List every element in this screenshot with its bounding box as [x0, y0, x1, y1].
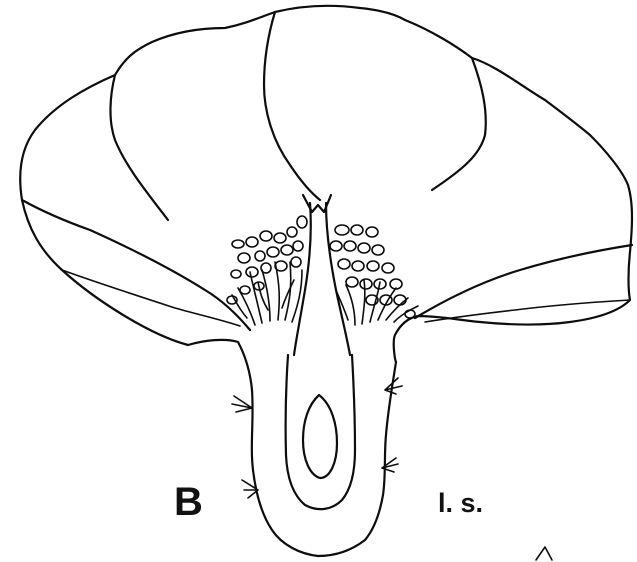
corner-mark [536, 547, 552, 560]
panel-label: B [174, 482, 203, 522]
petal-division-left [110, 75, 168, 220]
section-label: l. s. [438, 490, 483, 517]
ovule-cavity [303, 395, 337, 478]
petal-division-right [432, 58, 486, 190]
ovary-wall [286, 355, 355, 509]
petal-division-center [264, 12, 320, 200]
receptacle-outline [188, 340, 396, 556]
inner-petal-wall-right [415, 245, 632, 318]
corolla-outline [20, 6, 632, 362]
inner-petal-wall-left-2 [62, 270, 240, 326]
